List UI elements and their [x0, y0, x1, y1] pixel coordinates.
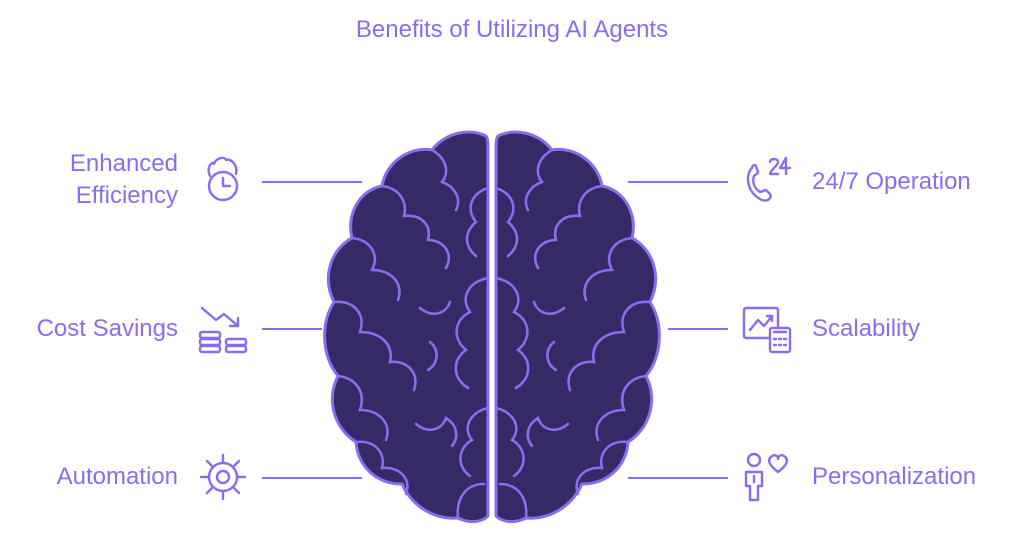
connector-line-24-7-operation — [628, 181, 728, 183]
benefit-label-enhanced-efficiency: Enhanced Efficiency — [69, 150, 178, 209]
brain-illustration — [320, 128, 664, 528]
benefit-label-scalability: Scalability — [812, 315, 921, 342]
benefit-label-cost-savings: Cost Savings — [36, 315, 178, 342]
connector-line-scalability — [668, 328, 728, 330]
brain-right-hemisphere — [494, 130, 661, 524]
clock-flame-icon — [196, 154, 250, 208]
connector-line-cost-savings — [262, 328, 322, 330]
person-heart-icon — [740, 450, 794, 504]
brain-left-hemisphere — [323, 130, 490, 524]
diagram-title: Benefits of Utilizing AI Agents — [355, 16, 669, 43]
benefit-label-automation: Automation — [56, 463, 178, 490]
connector-line-automation — [262, 477, 362, 479]
brain-left-folds — [332, 148, 490, 520]
gear-icon — [196, 450, 250, 504]
brain-right-folds — [494, 148, 652, 520]
chart-calculator-icon — [740, 302, 794, 356]
connector-line-enhanced-efficiency — [262, 181, 362, 183]
benefit-label-personalization: Personalization — [812, 463, 977, 490]
coins-down-trend-icon — [196, 302, 250, 356]
connector-line-personalization — [628, 477, 728, 479]
benefit-label-24-7-operation: 24/7 Operation — [812, 168, 971, 195]
phone-24-icon — [740, 154, 794, 208]
